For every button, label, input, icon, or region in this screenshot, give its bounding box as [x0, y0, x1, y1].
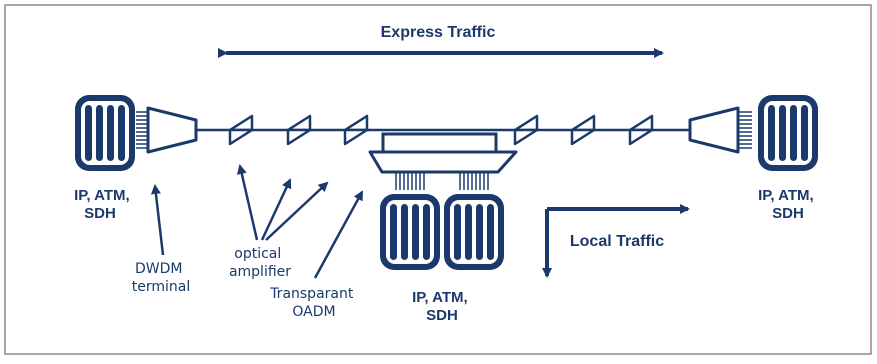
dwdm-terminal-label: DWDM terminal [132, 261, 190, 295]
local-traffic-label: Local Traffic [570, 233, 664, 250]
optical-amplifier-label-line2: amplifier [229, 264, 291, 280]
client-label-right-line1: IP, ATM, [758, 187, 814, 204]
dwdm-terminal-pointer [150, 184, 165, 256]
dwdm-terminal-right [688, 106, 752, 154]
amplifier-pointer-2 [260, 178, 292, 241]
local-traffic-arrow [542, 204, 690, 278]
oadm-label-line2: OADM [292, 304, 335, 320]
client-label-center: IP, ATM, SDH [412, 289, 472, 324]
client-equipment-center-2 [444, 194, 504, 270]
client-label-right-line2: SDH [772, 205, 804, 222]
client-equipment-center-1 [380, 194, 440, 270]
client-equipment-right [758, 95, 818, 171]
dwdm-terminal-label-line1: DWDM [135, 261, 182, 277]
express-traffic-label: Express Traffic [381, 24, 496, 41]
client-equipment-left [75, 95, 135, 171]
oadm-label-line1: Transparant [269, 286, 354, 302]
optical-amplifier-label-line1: optical [234, 246, 281, 262]
dwdm-terminal-label-line2: terminal [132, 279, 190, 295]
dwdm-terminal-left [136, 106, 198, 154]
client-label-left-line2: SDH [84, 205, 116, 222]
diagram-frame [4, 4, 872, 355]
oadm-label: Transparant OADM [269, 286, 358, 320]
client-label-left-line1: IP, ATM, [74, 187, 130, 204]
oadm-pointer [313, 190, 364, 279]
client-label-right: IP, ATM, SDH [758, 187, 818, 222]
client-label-left: IP, ATM, SDH [74, 187, 134, 222]
client-label-center-line1: IP, ATM, [412, 289, 468, 306]
amplifier-pointer-1 [236, 164, 259, 241]
optical-amplifier-label: optical amplifier [229, 246, 291, 280]
oadm [368, 132, 518, 190]
amplifier-pointer-3 [265, 181, 329, 241]
client-label-center-line2: SDH [426, 307, 458, 324]
